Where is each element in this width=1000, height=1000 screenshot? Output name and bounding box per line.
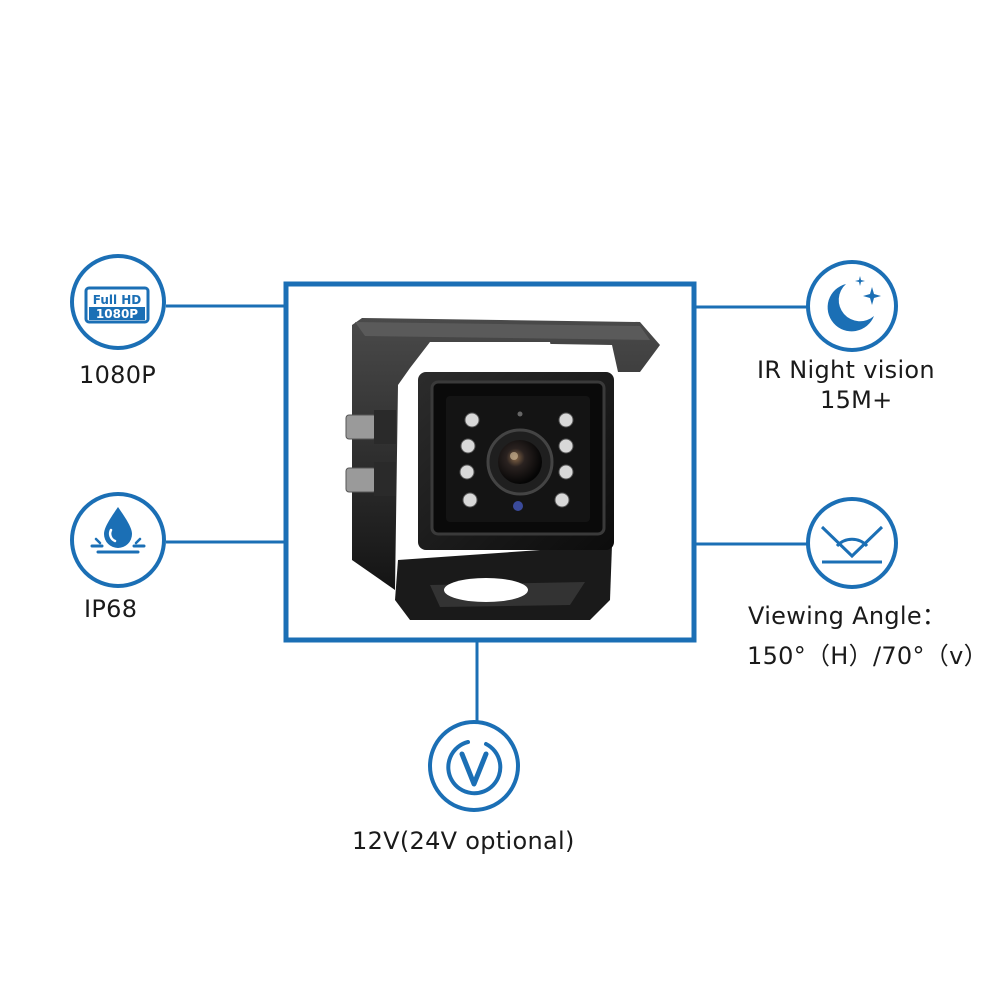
ir-led <box>558 464 574 480</box>
ir-led <box>460 438 476 454</box>
hd-badge-top: Full HD <box>93 293 142 307</box>
ir-led <box>459 464 475 480</box>
viewing-angle-label-line2: 150°（H）/70°（v） <box>747 642 988 670</box>
product-frame <box>283 281 697 643</box>
hd-badge-bottom: 1080P <box>96 307 138 321</box>
night-vision-label-line1: IR Night vision <box>757 356 935 384</box>
hd-label: 1080P <box>79 361 157 389</box>
voltage-label: 12V(24V optional) <box>352 827 575 855</box>
ir-led <box>554 492 570 508</box>
ir-led <box>558 438 574 454</box>
ir-led <box>462 492 478 508</box>
ir-led <box>464 412 480 428</box>
night-vision-label-line2: 15M+ <box>820 386 893 414</box>
viewing-angle-label-line1: Viewing Angle： <box>748 602 947 630</box>
waterproof-label: IP68 <box>84 595 138 623</box>
ir-led <box>558 412 574 428</box>
